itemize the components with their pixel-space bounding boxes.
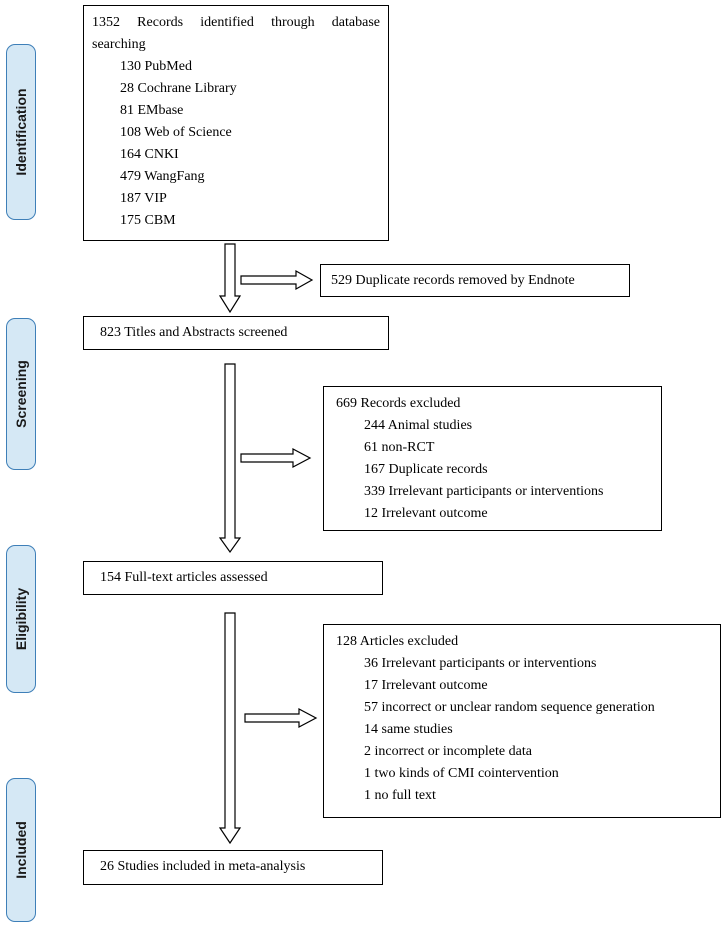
stage-tab-eligibility: Eligibility bbox=[6, 545, 36, 693]
arrow-right-icon bbox=[240, 269, 314, 291]
excluded-record-item: 244 Animal studies bbox=[364, 418, 473, 433]
source-item: 479 WangFang bbox=[120, 169, 205, 184]
arrow-down-icon bbox=[218, 363, 242, 554]
records-excluded-title: 669 Records excluded bbox=[336, 396, 461, 411]
stage-tab-included: Included bbox=[6, 778, 36, 922]
arrow-right-icon bbox=[244, 708, 318, 728]
arrow-down-icon bbox=[218, 243, 242, 314]
identified-header-line2: searching bbox=[92, 37, 146, 52]
records-excluded-box: 669 Records excluded 244 Animal studies … bbox=[323, 386, 662, 531]
excluded-article-item: 17 Irrelevant outcome bbox=[364, 678, 488, 693]
arrow-right-icon bbox=[240, 448, 312, 468]
screened-text: 823 Titles and Abstracts screened bbox=[100, 325, 288, 340]
excluded-record-item: 61 non-RCT bbox=[364, 440, 435, 455]
source-item: 130 PubMed bbox=[120, 59, 192, 74]
fulltext-assessed-box: 154 Full-text articles assessed bbox=[83, 561, 383, 595]
screened-box: 823 Titles and Abstracts screened bbox=[83, 316, 389, 350]
identified-header-word: identified bbox=[200, 15, 254, 30]
source-item: 28 Cochrane Library bbox=[120, 81, 237, 96]
stage-tab-identification: Identification bbox=[6, 44, 36, 220]
source-item: 164 CNKI bbox=[120, 147, 179, 162]
source-item: 81 EMbase bbox=[120, 103, 184, 118]
excluded-record-item: 167 Duplicate records bbox=[364, 462, 488, 477]
stage-tab-screening: Screening bbox=[6, 318, 36, 470]
records-identified-box: 1352 Records identified through database… bbox=[83, 5, 389, 241]
identified-header-line1: 1352 Records identified through database bbox=[92, 12, 380, 34]
source-item: 175 CBM bbox=[120, 213, 176, 228]
excluded-record-item: 12 Irrelevant outcome bbox=[364, 506, 488, 521]
identified-header-word: through bbox=[271, 15, 315, 30]
excluded-article-item: 2 incorrect or incomplete data bbox=[364, 744, 532, 759]
excluded-article-item: 1 no full text bbox=[364, 788, 436, 803]
fulltext-assessed-text: 154 Full-text articles assessed bbox=[100, 570, 268, 585]
identified-header-word: 1352 bbox=[92, 15, 120, 30]
arrow-down-icon bbox=[218, 612, 242, 845]
articles-excluded-title: 128 Articles excluded bbox=[336, 634, 459, 649]
source-item: 187 VIP bbox=[120, 191, 167, 206]
excluded-article-item: 57 incorrect or unclear random sequence … bbox=[364, 700, 655, 715]
identified-header-word: database bbox=[331, 15, 380, 30]
excluded-article-item: 14 same studies bbox=[364, 722, 453, 737]
articles-excluded-box: 128 Articles excluded 36 Irrelevant part… bbox=[323, 624, 721, 818]
source-item: 108 Web of Science bbox=[120, 125, 232, 140]
excluded-article-item: 36 Irrelevant participants or interventi… bbox=[364, 656, 597, 671]
identified-header-word: Records bbox=[137, 15, 184, 30]
studies-included-box: 26 Studies included in meta-analysis bbox=[83, 850, 383, 885]
excluded-article-item: 1 two kinds of CMI cointervention bbox=[364, 766, 559, 781]
excluded-record-item: 339 Irrelevant participants or intervent… bbox=[364, 484, 604, 499]
studies-included-text: 26 Studies included in meta-analysis bbox=[100, 859, 306, 874]
duplicates-removed-text: 529 Duplicate records removed by Endnote bbox=[331, 273, 575, 288]
duplicates-removed-box: 529 Duplicate records removed by Endnote bbox=[320, 264, 630, 297]
